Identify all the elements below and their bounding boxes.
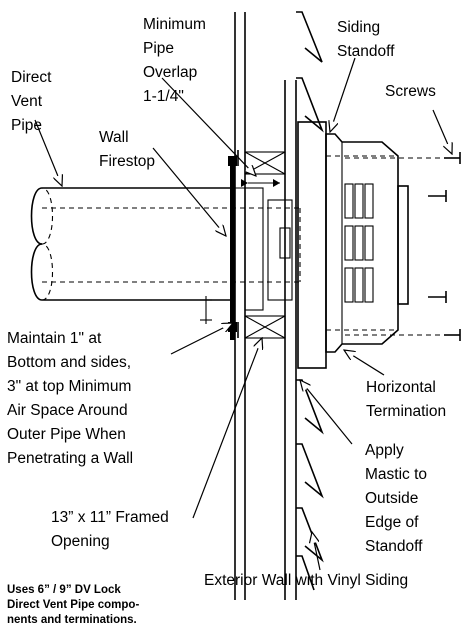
leader-lines [34, 57, 452, 571]
frame-block-top [244, 151, 286, 175]
wall-firestop [228, 150, 239, 340]
label-wall-firestop: Wall Firestop [99, 129, 155, 170]
note-dv-lock: Uses 6” / 9” DV Lock Direct Vent Pipe co… [7, 584, 142, 626]
label-maintain-airspace: Maintain 1" at Bottom and sides, 3" at t… [7, 330, 136, 467]
overlap-dimension [116, 179, 280, 189]
airspace-dimension [200, 296, 212, 324]
screws [345, 152, 461, 341]
termination-louvers [344, 183, 374, 303]
label-screws: Screws [385, 83, 436, 100]
vinyl-siding [296, 11, 324, 591]
frame-block-bottom [244, 315, 286, 339]
label-framed-opening: 13” x 11” Framed Opening [51, 509, 173, 550]
direct-vent-pipe [30, 187, 301, 301]
label-siding-standoff: Siding Standoff [337, 19, 395, 60]
label-exterior-wall: Exterior Wall with Vinyl Siding [204, 572, 408, 589]
label-apply-mastic: Apply Mastic to Outside Edge of Standoff [365, 442, 431, 555]
wall-structure [234, 12, 297, 600]
label-direct-vent-pipe: Direct Vent Pipe [11, 69, 56, 134]
label-horizontal-termination: Horizontal Termination [366, 379, 446, 420]
horizontal-termination [325, 133, 409, 353]
inner-sleeve [244, 187, 293, 311]
siding-standoff [297, 121, 327, 369]
label-minimum-pipe-overlap: Minimum Pipe Overlap 1-1/4" [143, 16, 210, 105]
